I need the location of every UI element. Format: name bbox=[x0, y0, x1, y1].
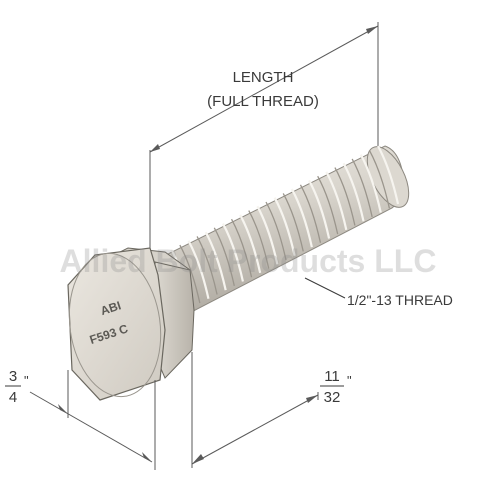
length-label: LENGTH bbox=[233, 69, 294, 86]
thread-ridge bbox=[299, 184, 322, 243]
thread-ridge bbox=[230, 218, 253, 278]
thread-ridge bbox=[317, 175, 339, 235]
head-width-dimension-line bbox=[29, 391, 153, 463]
thread-ridge bbox=[334, 167, 356, 226]
head-width-unit: " bbox=[24, 373, 29, 388]
thread-ridge bbox=[308, 179, 331, 239]
thread-ridge bbox=[213, 227, 235, 286]
thread-ridge bbox=[248, 210, 270, 269]
thread-ridge bbox=[196, 236, 218, 295]
head-height-denominator: 32 bbox=[324, 389, 341, 406]
thread-ridge bbox=[282, 193, 304, 252]
thread-ridge bbox=[368, 149, 391, 209]
head-marking-abi: ABI bbox=[99, 298, 123, 318]
length-dimension bbox=[149, 22, 379, 250]
length-label-sub: (FULL THREAD) bbox=[207, 93, 319, 110]
thread-ridge bbox=[265, 201, 287, 261]
thread-ridge bbox=[342, 162, 365, 222]
head-width-dimension bbox=[29, 370, 156, 470]
head-height-dimension-line bbox=[191, 394, 319, 465]
thread-ridge bbox=[187, 240, 210, 300]
thread-ridge bbox=[351, 158, 373, 218]
thread-ridge bbox=[273, 197, 296, 256]
head-height-arrow-left bbox=[192, 454, 204, 464]
thread-ridge bbox=[256, 205, 279, 265]
thread-ridge bbox=[239, 214, 262, 274]
head-width-denominator: 4 bbox=[9, 389, 17, 406]
watermark-text: Allied Bolt Products LLC bbox=[60, 243, 437, 279]
head-height-unit: " bbox=[347, 373, 352, 388]
length-arrow-left bbox=[150, 144, 160, 152]
head-height-arrow-right bbox=[306, 395, 318, 403]
thread-ridge bbox=[377, 145, 400, 205]
thread-ridge bbox=[204, 231, 227, 291]
thread-ridge bbox=[221, 223, 244, 282]
head-width-arrow-left bbox=[58, 404, 68, 414]
thread-ridge bbox=[359, 154, 382, 213]
thread-ridge bbox=[179, 244, 201, 304]
head-height-numerator: 11 bbox=[324, 368, 340, 385]
length-arrow-right bbox=[366, 26, 378, 34]
thread-ridge bbox=[325, 171, 348, 231]
head-height-dimension bbox=[191, 352, 319, 468]
thread-label: 1/2"-13 THREAD bbox=[347, 292, 453, 308]
head-width-arrow-right bbox=[142, 452, 152, 462]
length-dimension-line bbox=[149, 25, 379, 153]
hex-head-bearing-circle bbox=[68, 252, 162, 398]
head-width-numerator: 3 bbox=[9, 368, 17, 385]
hex-head: ABI F593 C bbox=[67, 247, 195, 401]
thread-ridge bbox=[290, 188, 313, 248]
thread-leader-line bbox=[304, 277, 346, 299]
